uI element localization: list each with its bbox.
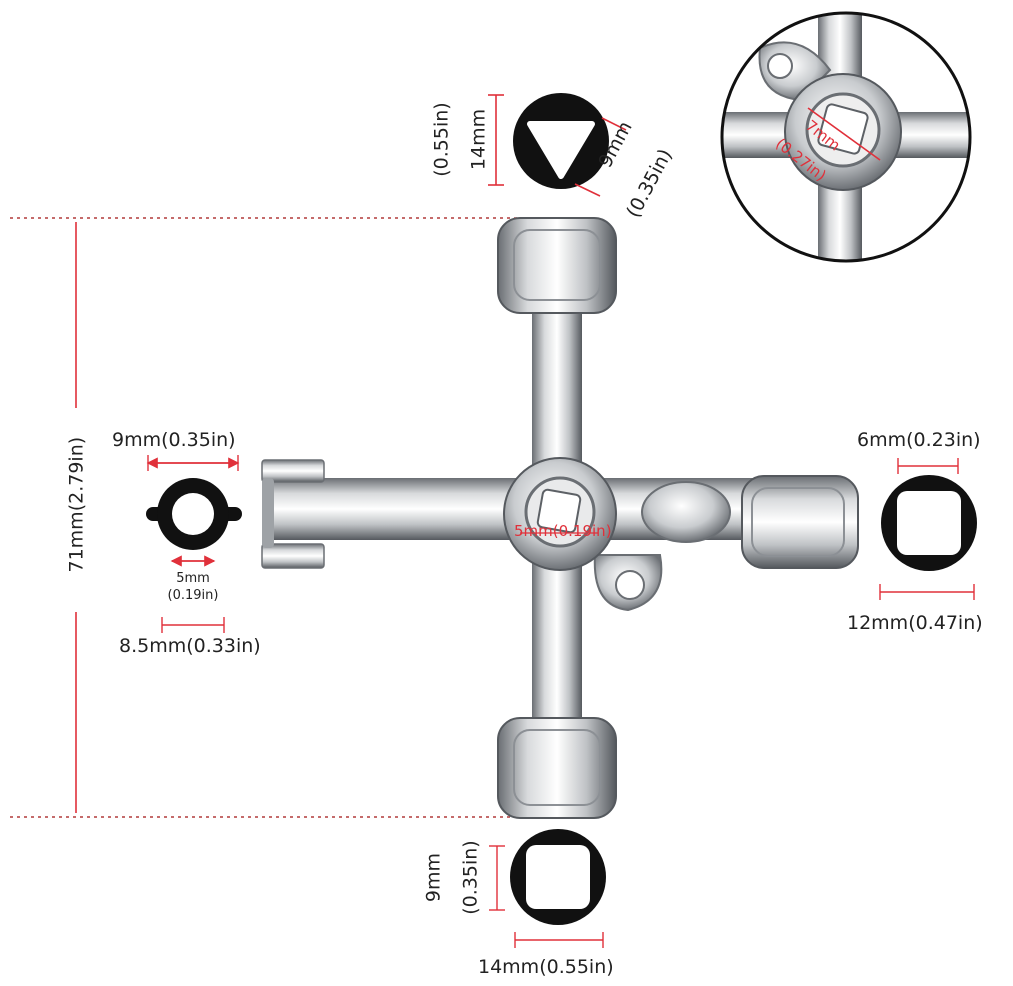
bottom-width-label: 14mm(0.55in)	[478, 956, 614, 978]
triangle-socket-icon	[513, 93, 609, 189]
right-bottom-label: 12mm(0.47in)	[847, 612, 983, 634]
total-height-label: 71mm(2.79in)	[65, 436, 88, 573]
right-square-socket-icon	[881, 475, 977, 571]
top-height-mm-label: 14mm	[467, 108, 490, 171]
dotted-guides	[10, 217, 520, 818]
bottom-socket	[497, 717, 617, 819]
left-bottom-label: 8.5mm(0.33in)	[119, 635, 261, 657]
magnified-hub-icon	[720, 11, 972, 263]
bottom-height-mm-label: 9mm	[422, 852, 445, 903]
left-tab-top	[261, 459, 325, 483]
oval-plate	[641, 481, 731, 543]
top-height-in-label: (0.55in)	[430, 102, 453, 177]
right-socket	[741, 475, 859, 569]
center-label: 5mm(0.19in)	[514, 522, 612, 540]
round-socket-with-tabs-icon	[146, 478, 242, 550]
left-mid-in-label: (0.19in)	[167, 588, 219, 603]
bottom-dimension-arrows	[489, 845, 604, 948]
right-dimension-arrows	[879, 458, 975, 600]
right-top-label: 6mm(0.23in)	[857, 429, 981, 451]
left-tab-bottom	[261, 543, 325, 569]
top-socket	[497, 217, 617, 314]
top-dimension-arrows	[488, 94, 627, 197]
left-dimension-arrows	[146, 455, 240, 633]
cross-utility-key-icon	[261, 217, 859, 819]
bottom-height-in-label: (0.35in)	[459, 840, 482, 915]
bottom-square-socket-icon	[510, 829, 606, 925]
left-top-label: 9mm(0.35in)	[112, 429, 236, 451]
left-mid-mm-label: 5mm	[176, 571, 210, 586]
